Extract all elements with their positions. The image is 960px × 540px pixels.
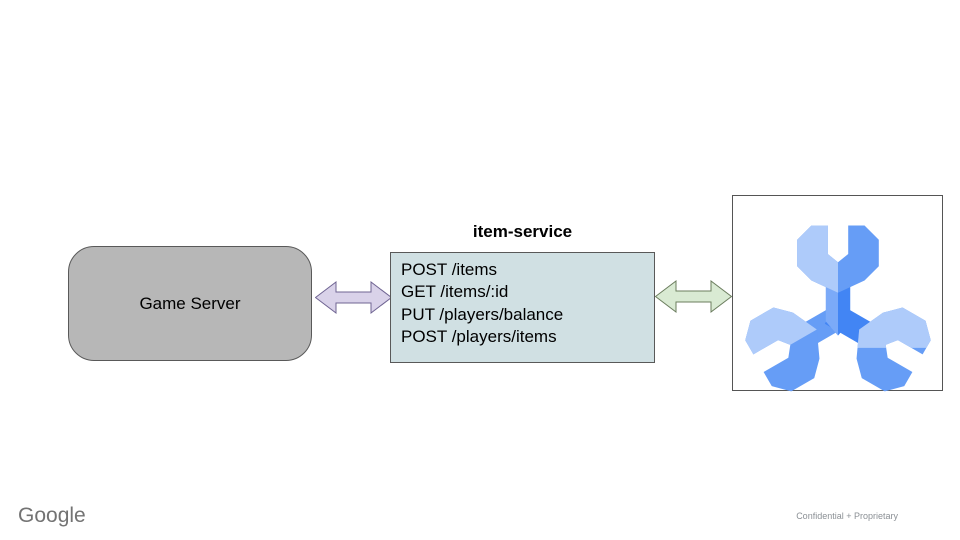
game-server-label: Game Server [139,293,241,313]
confidential-note: Confidential + Proprietary [796,511,898,521]
endpoint-line: POST /items [401,260,498,279]
item-service-node: POST /items GET /items/:id PUT /players/… [390,252,655,363]
endpoint-line: POST /players/items [401,327,557,347]
game-server-node: Game Server [68,246,312,361]
left-double-arrow-icon [315,281,392,314]
endpoint-line: GET /items/:id [401,282,509,302]
google-logo: Google [18,504,86,527]
right-double-arrow-icon [655,280,732,313]
item-service-title: item-service [472,222,573,241]
cloud-spanner-icon [738,225,938,399]
endpoint-line: PUT /players/balance [401,304,564,324]
database-node [732,195,943,399]
